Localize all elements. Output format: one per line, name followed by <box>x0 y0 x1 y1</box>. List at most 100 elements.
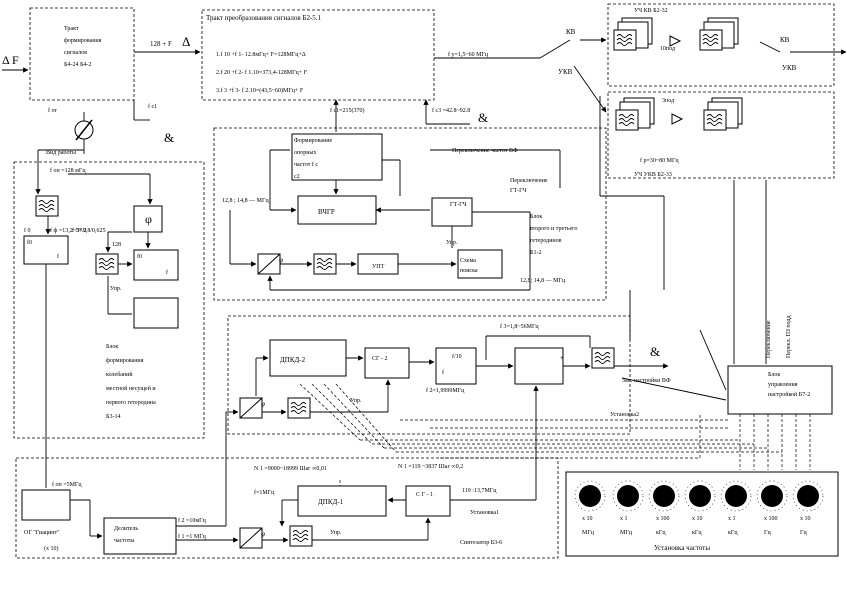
label-blk-trakt-form-0: Тракт <box>64 26 79 32</box>
label-blk-form-mest-0: Блок <box>106 344 118 350</box>
label-delta1: Δ <box>182 34 190 49</box>
label-units-1: МГц <box>620 530 633 536</box>
label-amp1: & <box>164 130 174 145</box>
label-blk-trakt-preobr: Тракт преобразования сигналов Б2-5.1 <box>206 14 322 22</box>
label-f-ot: f от <box>48 107 57 114</box>
label-ustanovka: Установка частоты <box>654 544 710 552</box>
label-f119: 119 :13,7МГц <box>462 488 497 494</box>
label-blk-vtor-1: второго и третьего <box>530 226 577 232</box>
label-fs1-range: f с1=215(370) <box>330 107 365 114</box>
label-f1-1: f 1 =1 МГц <box>178 533 207 540</box>
label-fy: f у=1,5~60 МГц <box>448 51 489 58</box>
f-glyph-b: f0 <box>137 253 142 260</box>
label-units-4: кГц <box>728 530 738 536</box>
label-mult-5: x 100 <box>764 516 778 522</box>
filter-mid <box>313 253 337 275</box>
label-blk-uch-ukv: УЧ УКВ Б2-33 <box>634 172 672 178</box>
filter-sintez2 <box>289 525 313 547</box>
f-glyph-a: f <box>57 253 59 260</box>
label-blk-upr-0: Блок <box>768 372 780 378</box>
label-line2: 2.f 20 +f 2- f 1.10=373,4-128МГц+ F <box>216 69 308 76</box>
block-ref-osc <box>133 297 179 329</box>
label-kv-right: КВ <box>780 36 790 44</box>
mixer-phi-sintez1 <box>239 397 263 419</box>
label-ustanov1: Установка1 <box>470 510 499 516</box>
label-mult-2: x 100 <box>656 516 670 522</box>
filter-sintez1 <box>287 397 311 419</box>
knob-5[interactable] <box>725 485 747 507</box>
label-fsum: f 3=1,8~56МГц <box>500 323 539 330</box>
label-units-5: Гц <box>764 530 771 536</box>
label-upr4: Упр. <box>330 530 342 536</box>
label-f2-100: f 2 =10мГц <box>178 517 207 524</box>
label-vchgr: ВЧГР <box>318 208 335 216</box>
block-vchgr <box>297 195 377 225</box>
ukv-filter-bank <box>615 97 743 131</box>
label-n2: N 1 =119 ~3837 Шаг ∞0,2 <box>398 464 463 470</box>
knob-1[interactable] <box>579 485 601 507</box>
label-units-0: МГц <box>582 530 595 536</box>
frequency-knobs[interactable] <box>579 485 819 507</box>
knob-2[interactable] <box>617 485 639 507</box>
group-sintez-lower <box>15 457 559 559</box>
label-x10: (х 10) <box>44 545 59 552</box>
label-blk-form-mest-1: формирования <box>106 357 144 364</box>
label-upr3: Упр. <box>350 398 362 404</box>
label-line3: 3.f 3 +f 3- f 2.10=(43,5~60)МГц+ F <box>216 87 304 94</box>
filter-out <box>591 347 615 369</box>
phi-s1-glyph: φ <box>261 400 265 408</box>
label-amp2: & <box>478 110 488 125</box>
label-sig-128f: 128 + F <box>150 40 172 48</box>
filter-fon <box>35 195 59 217</box>
label-f128-range: 12,8 ; 14,8 — МГц <box>222 198 269 204</box>
label-f128-b: 12,8; 14,8 — МГц <box>520 278 566 284</box>
label-n1: N 1 =9000~18999 Шаг ∞0,01 <box>254 466 327 472</box>
label-plus: + <box>560 354 564 362</box>
label-upt: УПТ <box>372 264 385 270</box>
label-delitel-0: Делитель <box>114 526 138 532</box>
knob-4[interactable] <box>689 485 711 507</box>
knob-3[interactable] <box>653 485 675 507</box>
label-blk-vtor-0: Блок <box>530 214 542 220</box>
label-sg1: С Г - 1 <box>416 492 433 498</box>
label-ukv-top: УКВ <box>558 68 573 76</box>
block-phi-upper <box>133 205 163 233</box>
tuning-dial-icon[interactable] <box>74 119 94 141</box>
label-f-c1: f с1 <box>148 103 157 110</box>
mixer-phi-sintez2 <box>239 527 263 549</box>
label-f10: f/10 <box>452 353 462 360</box>
block-summator <box>514 347 564 385</box>
label-f128-mhz: f 2=1,9999МГц <box>426 387 465 394</box>
label-mult-0: x 10 <box>582 516 593 522</box>
label-upr2: Упр. <box>110 286 122 292</box>
signal-lines <box>2 37 847 543</box>
label-fd0: f 0 <box>24 227 31 234</box>
label-blk-form-mest-5: Б3-14 <box>106 414 120 420</box>
group-blok-form-mest <box>13 161 205 439</box>
label-mult-3: x 10 <box>692 516 703 522</box>
label-df-in: Δ F <box>2 53 19 67</box>
label-mult-4: x 1 <box>728 516 736 522</box>
knob-6[interactable] <box>761 485 783 507</box>
label-dpkd1: ДПКД-1 <box>318 498 344 506</box>
knob-7[interactable] <box>797 485 819 507</box>
block-form-opor <box>291 133 383 181</box>
block-opgt <box>21 489 71 521</box>
label-fd-range: f ф =13,2~57.2 <box>50 227 87 234</box>
label-blk-form-opor-2: частот f с <box>294 161 318 168</box>
label-delitel-1: частоты <box>114 538 134 544</box>
filter-left <box>95 253 119 275</box>
label-skhema-poiska-1: поиска <box>460 268 478 274</box>
label-fon-128: f оп =128 мГц <box>50 167 86 174</box>
block-dpkd1 <box>297 485 387 517</box>
label-amp3: & <box>650 344 660 359</box>
label-mult-6: x 10 <box>800 516 811 522</box>
label-fs3-range: f с3 =42.8~92.8 <box>432 107 470 114</box>
kv-filter-bank <box>613 17 739 51</box>
group-trakt-form <box>29 7 135 101</box>
label-ukv-right: УКВ <box>782 64 797 72</box>
group-blok-vtor-geter <box>213 127 607 301</box>
label-n-perekl: Переключение <box>766 320 772 358</box>
